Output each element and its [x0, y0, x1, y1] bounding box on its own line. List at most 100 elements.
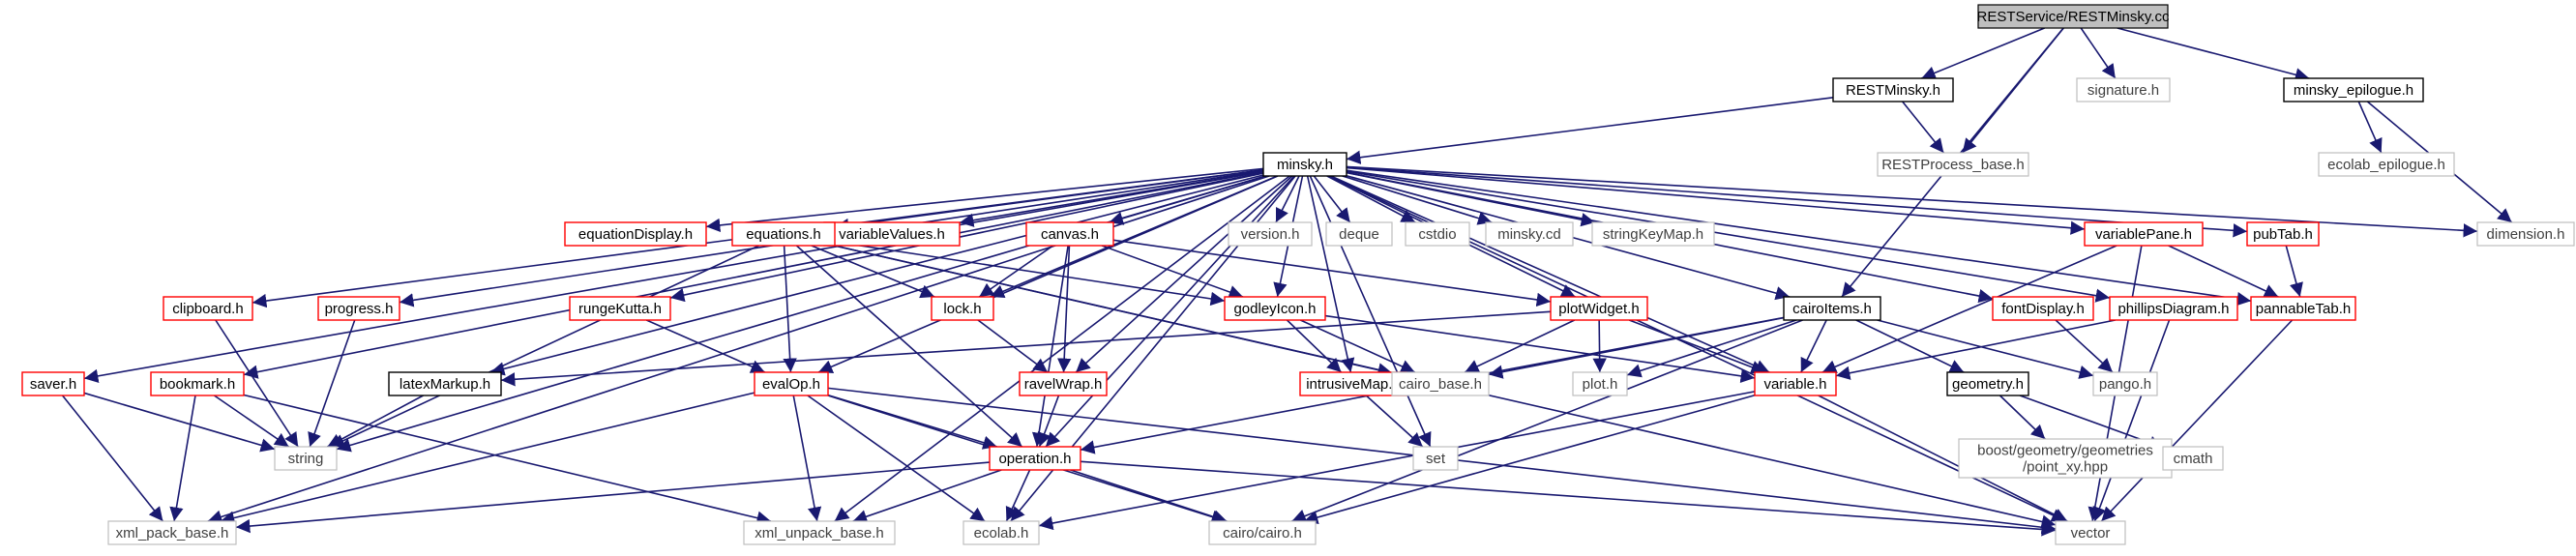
node-saver-h[interactable]: saver.h	[21, 371, 85, 396]
node-label: lock.h	[943, 301, 981, 317]
node-variablevalues-h[interactable]: variableValues.h	[823, 221, 961, 247]
node-box	[1832, 77, 1954, 102]
node-string: string	[274, 446, 338, 471]
node-box	[1019, 371, 1108, 396]
node-phillipsdiagram-h[interactable]: phillipsDiagram.h	[2109, 296, 2238, 321]
node-boost-point-xy: boost/geometry/geometries/point_xy.hpp	[1958, 438, 2173, 479]
node-box	[1992, 296, 2094, 321]
node-cairoitems-h[interactable]: cairoItems.h	[1783, 296, 1881, 321]
node-label: minsky.h	[1277, 157, 1333, 173]
edge-minsky_h-to-phillipsdiagram_h	[1346, 170, 2111, 303]
edge-pannabletab_h-to-vector	[2100, 319, 2294, 522]
node-restprocess-base-h: RESTProcess_base.h	[1877, 152, 2029, 177]
node-equations-h[interactable]: equations.h	[731, 221, 836, 247]
node-xml-unpack-base-h: xml_unpack_base.h	[743, 520, 896, 545]
node-geometry-h[interactable]: geometry.h	[1946, 371, 2029, 396]
node-minsky-cd: minsky.cd	[1485, 221, 1574, 247]
node-box	[1228, 221, 1313, 247]
node-box	[317, 296, 400, 321]
node-label: signature.h	[2087, 82, 2159, 99]
node-plotwidget-h[interactable]: plotWidget.h	[1550, 296, 1648, 321]
edge-minsky_h-to-equationdisplay_h	[705, 167, 1264, 233]
node-box	[150, 371, 245, 396]
node-rungekutta-h[interactable]: rungeKutta.h	[569, 296, 671, 321]
node-bookmark-h[interactable]: bookmark.h	[150, 371, 245, 396]
node-box	[1208, 520, 1317, 545]
node-dimension-h: dimension.h	[2476, 221, 2575, 247]
node-label: dimension.h	[2487, 226, 2565, 243]
node-box	[931, 296, 994, 321]
edge-minsky_h-to-pannabletab_h	[1346, 169, 2252, 307]
node-box	[2318, 152, 2455, 177]
edge-cairoitems_h-to-variable_h	[1800, 319, 1827, 373]
edge-variablepane_h-to-variable_h	[1821, 245, 2117, 373]
node-label: variable.h	[1763, 376, 1826, 393]
node-godleyicon-h[interactable]: godleyIcon.h	[1224, 296, 1326, 321]
node-box	[21, 371, 85, 396]
edge-operation_h-to-xml_unpack_base_h	[852, 469, 1002, 524]
node-box	[1405, 221, 1470, 247]
edge-minsky_h-to-operation_h	[1045, 175, 1295, 448]
edge-minsky_h-to-rungekutta_h	[669, 172, 1264, 303]
node-intrusivemap-h[interactable]: intrusiveMap.h	[1299, 371, 1407, 396]
node-operation-h[interactable]: operation.h	[989, 446, 1081, 471]
edge-minsky_h-to-string	[336, 175, 1266, 453]
edge-minsky_h-to-version_h	[1275, 175, 1300, 223]
node-label: pango.h	[2099, 376, 2151, 393]
edge-minsky_h-to-xml_unpack_base_h	[834, 175, 1290, 522]
edge-canvas_h-to-plotwidget_h	[1112, 239, 1552, 307]
node-evalop-h[interactable]: evalOp.h	[754, 371, 829, 396]
node-variablepane-h[interactable]: variablePane.h	[2084, 221, 2204, 247]
node-progress-h[interactable]: progress.h	[317, 296, 400, 321]
node-pannabletab-h[interactable]: pannableTab.h	[2250, 296, 2356, 321]
edge-cairoitems_h-to-cairo_cairo_h	[1291, 319, 1803, 523]
node-restminsky-h[interactable]: RESTMinsky.h	[1832, 77, 1954, 102]
node-box	[1299, 371, 1407, 396]
node-latexmarkup-h[interactable]: latexMarkup.h	[388, 371, 502, 396]
edge-rest_minsky_cc-to-restminsky_h	[1921, 27, 2045, 80]
edge-saver_h-to-string	[83, 392, 276, 453]
node-ravelwrap-h[interactable]: ravelWrap.h	[1019, 371, 1108, 396]
node-xml-pack-base-h: xml_pack_base.h	[107, 520, 237, 545]
node-box	[1025, 221, 1114, 247]
node-box	[2250, 296, 2356, 321]
node-canvas-h[interactable]: canvas.h	[1025, 221, 1114, 247]
edge-fontdisplay_h-to-pango_h	[2055, 319, 2114, 373]
node-cstdio: cstdio	[1405, 221, 1470, 247]
node-lock-h[interactable]: lock.h	[931, 296, 994, 321]
node-box	[2162, 446, 2224, 471]
node-box	[163, 296, 253, 321]
edge-operation_h-to-vector	[1080, 460, 2057, 537]
edge-plotwidget_h-to-plot_h	[1592, 319, 1607, 373]
node-clipboard-h[interactable]: clipboard.h	[163, 296, 253, 321]
edge-cairoitems_h-to-pango_h	[1877, 319, 2094, 379]
node-rest-minsky-cc[interactable]: RESTService/RESTMinsky.cc	[1977, 4, 2170, 29]
edge-canvas_h-to-lock_h	[978, 245, 1054, 298]
node-label: geometry.h	[1952, 376, 2024, 393]
node-label: stringKeyMap.h	[1603, 226, 1703, 243]
edge-godleyicon_h-to-variable_h	[1324, 314, 1756, 383]
edge-bookmark_h-to-string	[214, 395, 289, 448]
edge-phillipsdiagram_h-to-variable_h	[1835, 319, 2117, 380]
node-fontdisplay-h[interactable]: fontDisplay.h	[1992, 296, 2094, 321]
edge-clipboard_h-to-string	[215, 319, 299, 448]
node-minsky-epilogue-h[interactable]: minsky_epilogue.h	[2283, 77, 2424, 102]
node-signature-h: signature.h	[2076, 77, 2171, 102]
node-label: canvas.h	[1041, 226, 1099, 243]
edge-variablepane_h-to-pannabletab_h	[2168, 245, 2279, 298]
node-label: latexMarkup.h	[400, 376, 490, 393]
node-box	[989, 446, 1081, 471]
node-box	[823, 221, 961, 247]
node-variable-h[interactable]: variable.h	[1754, 371, 1837, 396]
node-label: RESTService/RESTMinsky.cc	[1977, 9, 2170, 25]
edge-restminsky_h-to-restprocess_base_h	[1902, 101, 1944, 154]
node-equationdisplay-h[interactable]: equationDisplay.h	[564, 221, 707, 247]
node-box	[1550, 296, 1648, 321]
node-label: saver.h	[30, 376, 76, 393]
node-pubtab-h[interactable]: pubTab.h	[2246, 221, 2320, 247]
node-cmath: cmath	[2162, 446, 2224, 471]
node-minsky-h[interactable]: minsky.h	[1262, 152, 1347, 177]
edge-equations_h-to-operation_h	[795, 245, 1023, 448]
edge-minsky_h-to-set	[1309, 175, 1432, 448]
edge-restminsky_h-to-minsky_h	[1346, 97, 1834, 164]
